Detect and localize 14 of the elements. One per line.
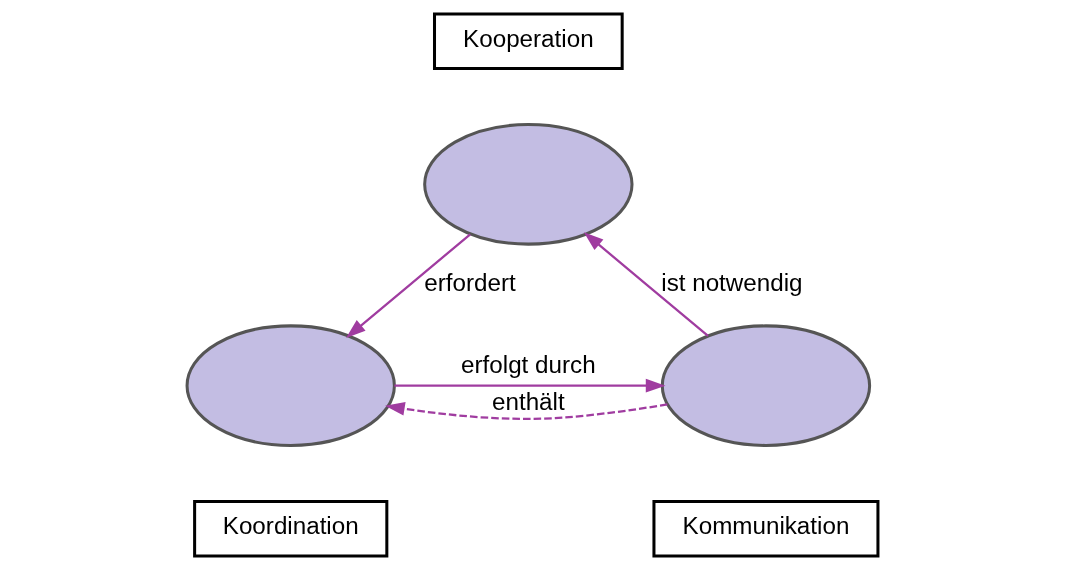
arrow <box>394 378 666 393</box>
arrow <box>346 233 471 338</box>
edge-label: erfolgt durch <box>461 351 596 379</box>
node-box: Koordination <box>193 499 389 558</box>
arrow <box>385 401 668 420</box>
arrow <box>583 232 709 337</box>
edge-label: enthält <box>492 387 565 415</box>
node-ellipse <box>185 324 396 447</box>
node-ellipse <box>660 324 872 447</box>
edge-label: erfordert <box>424 268 516 296</box>
node-ellipse <box>423 123 634 246</box>
node-box: Kooperation <box>433 12 624 71</box>
node-box: Kommunikation <box>652 499 880 558</box>
edge-label: ist notwendig <box>661 268 803 296</box>
